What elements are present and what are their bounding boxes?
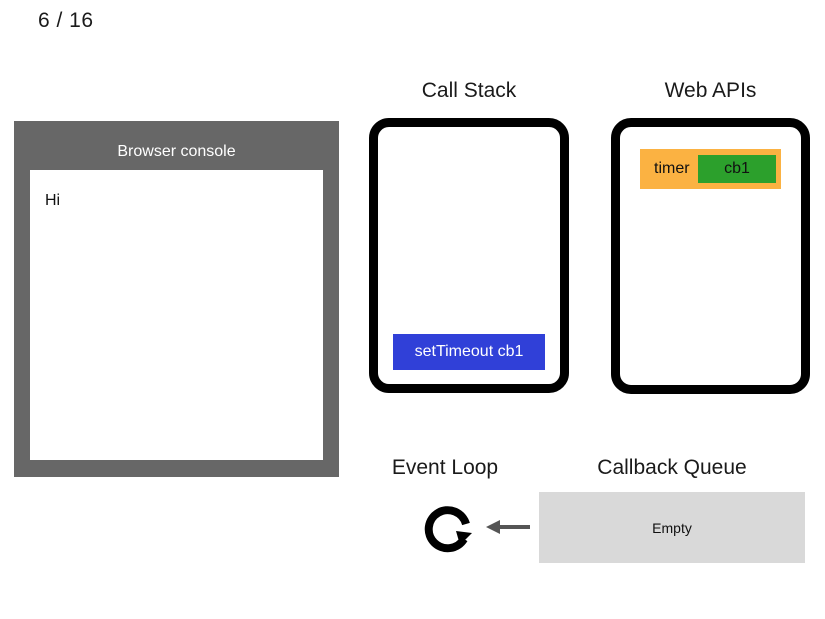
- browser-console-output: Hi: [30, 170, 323, 460]
- call-stack-title: Call Stack: [421, 79, 517, 102]
- circular-arrow-icon: [420, 495, 482, 557]
- call-stack-frame: setTimeout cb1: [393, 334, 545, 370]
- browser-console-title: Browser console: [117, 143, 236, 160]
- slide-counter: 6 / 16: [38, 9, 94, 32]
- web-api-callback-badge: cb1: [698, 155, 776, 183]
- web-apis-task-list: timer cb1: [629, 136, 792, 195]
- callback-queue-box: Empty: [539, 492, 805, 563]
- event-loop-title: Event Loop: [391, 456, 499, 479]
- console-log-line: Hi: [45, 192, 61, 209]
- call-stack-box: setTimeout cb1: [369, 118, 569, 393]
- web-apis-box: timer cb1: [611, 118, 810, 394]
- callback-queue-status: Empty: [652, 519, 692, 536]
- arrow-left-icon: [486, 517, 530, 537]
- web-apis-title: Web APIs: [664, 79, 757, 102]
- web-api-task-label: timer: [654, 160, 690, 177]
- callback-queue-title: Callback Queue: [597, 456, 747, 479]
- browser-console-panel: Browser console Hi: [14, 121, 339, 477]
- web-api-task-row: timer cb1: [640, 149, 781, 189]
- call-stack-frame-list: setTimeout cb1: [387, 331, 551, 375]
